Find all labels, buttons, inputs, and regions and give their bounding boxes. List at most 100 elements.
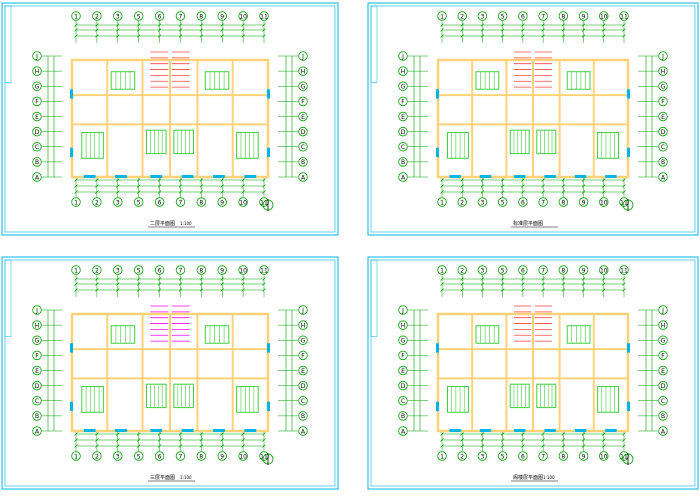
sheet-title: 标准层平面图 <box>513 220 543 227</box>
sheet-scale: 1:100 <box>180 475 192 480</box>
col-bubble-top-9-circle <box>578 265 589 275</box>
col-bubble-bottom-3-circle <box>113 451 123 461</box>
row-bubble-right-J-circle <box>298 51 308 61</box>
col-bubble-top-2-label: 2 <box>95 13 99 20</box>
row-bubble-left-J-circle <box>32 305 42 315</box>
dimension-tick <box>262 438 266 442</box>
row-bubble-right-C-label: C <box>301 144 305 151</box>
dimension-tick <box>541 282 545 286</box>
dimension-tick <box>241 288 245 292</box>
dimension-tick <box>480 438 485 442</box>
col-bubble-bottom-1-circle <box>437 197 447 207</box>
col-bubble-top-10-circle <box>238 11 248 21</box>
dimension-tick <box>74 178 78 182</box>
col-bubble-bottom-3-circle <box>477 197 488 207</box>
sheet-inner-frame <box>370 5 696 233</box>
col-bubble-bottom-1-label: 1 <box>74 453 78 460</box>
row-bubble-right-G-circle <box>658 81 668 91</box>
row-bubble-left-J-circle <box>398 51 408 61</box>
dimension-tick <box>157 282 162 286</box>
dimension-tick <box>95 444 99 448</box>
row-bubble-left-E-label: E <box>401 368 405 375</box>
col-bubble-top-1-label: 1 <box>74 267 78 274</box>
row-bubble-right-A-circle <box>298 172 308 182</box>
col-bubble-bottom-9-circle <box>217 197 227 207</box>
col-bubble-bottom-8-circle <box>558 451 569 461</box>
dimension-tick <box>220 28 224 32</box>
row-bubble-left-A-circle <box>398 426 408 436</box>
col-bubble-top-6-circle <box>518 11 528 21</box>
dimension-tick <box>460 282 464 286</box>
room-outline <box>145 129 167 155</box>
col-bubble-bottom-8-label: 8 <box>199 199 203 206</box>
col-bubble-bottom-7-label: 7 <box>179 453 183 460</box>
col-bubble-bottom-1-label: 1 <box>440 199 444 206</box>
row-bubble-right-D-label: D <box>661 383 666 390</box>
col-bubble-bottom-7-label: 7 <box>541 199 545 206</box>
dimension-tick <box>440 190 444 194</box>
col-bubble-top-7-circle <box>175 11 186 21</box>
dimension-tick <box>157 288 162 292</box>
row-bubble-right-F-circle <box>298 350 308 361</box>
dimension-tick <box>178 282 183 286</box>
col-bubble-top-8-label: 8 <box>561 267 565 274</box>
dimension-tick <box>602 23 606 27</box>
dimension-tick <box>460 28 464 32</box>
col-bubble-top-9-circle <box>578 11 589 21</box>
dimension-tick <box>178 288 183 292</box>
row-bubble-left-C-label: C <box>401 144 405 151</box>
row-bubble-right-B-label: B <box>301 159 305 166</box>
dimension-tick <box>116 28 120 32</box>
row-bubble-right-H-circle <box>298 320 308 330</box>
row-bubble-left-G-circle <box>398 335 408 345</box>
col-bubble-bottom-6-circle <box>154 451 165 461</box>
col-bubble-top-5-label: 5 <box>501 267 505 274</box>
row-bubble-right-G-circle <box>658 335 668 345</box>
dimension-tick <box>500 28 505 32</box>
col-bubble-bottom-6-label: 6 <box>158 199 162 206</box>
dimension-tick <box>178 28 183 32</box>
col-bubble-top-8-label: 8 <box>199 13 203 20</box>
row-bubble-right-E-label: E <box>661 368 665 375</box>
row-bubble-left-D-circle <box>32 126 42 137</box>
dimension-tick <box>622 438 626 442</box>
dimension-tick <box>440 282 444 286</box>
row-bubble-left-E-label: E <box>35 114 39 121</box>
window <box>514 429 526 432</box>
col-bubble-bottom-11-label: 11 <box>260 199 268 206</box>
room-outline <box>204 71 230 90</box>
window-side <box>436 401 439 412</box>
dimension-tick <box>480 190 485 194</box>
sheet-inner-frame <box>370 259 696 487</box>
row-bubble-right-F-label: F <box>661 353 665 360</box>
dimension-tick <box>440 288 444 292</box>
col-bubble-bottom-10-label: 10 <box>600 453 608 460</box>
dimension-tick <box>561 282 566 286</box>
dimension-tick <box>116 190 120 194</box>
dimension-tick <box>581 288 586 292</box>
col-bubble-bottom-1-circle <box>71 197 81 207</box>
dimension-tick <box>521 184 525 188</box>
col-bubble-bottom-9-circle <box>578 451 589 461</box>
col-bubble-top-11-circle <box>619 11 629 21</box>
row-bubble-left-A-label: A <box>35 174 40 181</box>
dimension-tick <box>440 444 444 448</box>
dimension-tick <box>136 432 141 436</box>
col-bubble-top-10-circle <box>238 265 248 275</box>
col-bubble-bottom-10-circle <box>238 197 248 207</box>
dimension-tick <box>199 282 204 286</box>
col-bubble-bottom-6-circle <box>518 451 528 461</box>
dimension-tick <box>220 432 224 436</box>
dimension-tick <box>199 190 204 194</box>
window <box>115 175 127 178</box>
dimension-tick <box>480 34 485 38</box>
row-bubble-right-B-circle <box>658 411 668 421</box>
row-bubble-left-A-label: A <box>401 428 406 435</box>
row-bubble-right-G-label: G <box>661 338 666 345</box>
row-bubble-right-H-circle <box>658 66 668 76</box>
col-bubble-bottom-2-label: 2 <box>95 453 99 460</box>
col-bubble-bottom-6-label: 6 <box>521 199 525 206</box>
dimension-tick <box>521 282 525 286</box>
row-bubble-left-C-circle <box>32 396 42 406</box>
